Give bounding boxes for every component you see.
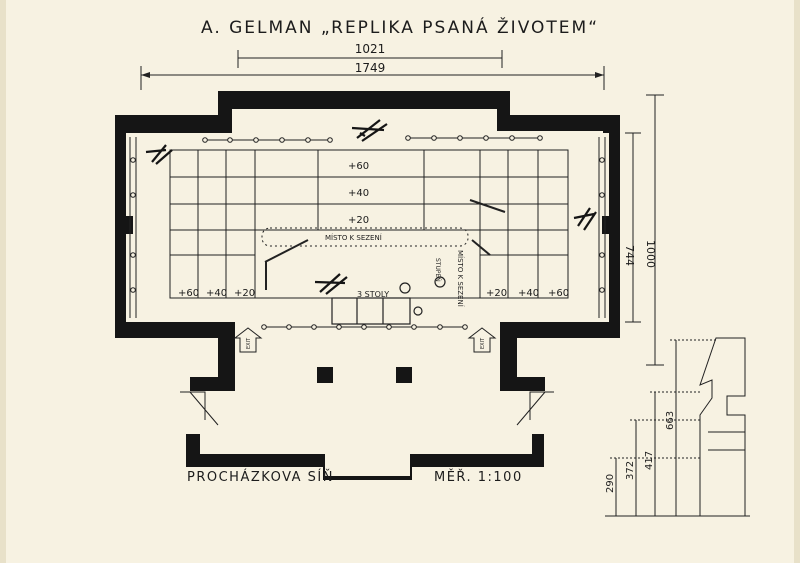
right-row-label-1: +20 [486, 288, 507, 299]
exit-label-right: EXIT [480, 337, 486, 349]
right-row-label-3: +60 [548, 288, 569, 299]
center-row-label-2: +40 [348, 188, 369, 199]
center-row-label-1: +60 [348, 161, 369, 172]
seating-note-vertical: MÍSTO K SEZENÍ [456, 250, 465, 307]
scale-label: MĚŘ. 1:100 [434, 469, 523, 485]
dimension-inner-width: 1021 [237, 42, 503, 68]
dimension-depth: 744 1000 [623, 94, 664, 366]
height-label-2: 372 [625, 461, 636, 480]
exit-arrow-right: EXIT [467, 327, 497, 353]
drawing-title: A. GELMAN „REPLIKA PSANÁ ŽIVOTEM“ [201, 16, 599, 38]
room-name: PROCHÁZKOVA SÍŇ [187, 469, 334, 485]
stairs-note: STUPEŇ [434, 258, 441, 282]
tables-note: 3 STOLY [357, 290, 389, 299]
left-row-label-3: +20 [234, 288, 255, 299]
depth-inner-label: 744 [623, 245, 636, 266]
elevation-section [605, 337, 750, 517]
depth-outer-label: 1000 [644, 240, 657, 268]
inner-width-label: 1021 [355, 42, 386, 56]
room-walls [115, 91, 620, 480]
row-labels: +60 +40 +20 +60 +40 +20 +20 +40 +60 [178, 161, 569, 299]
outer-width-label: 1749 [355, 61, 386, 75]
right-row-label-2: +40 [518, 288, 539, 299]
exit-label-left: EXIT [246, 337, 252, 349]
center-row-label-3: +20 [348, 215, 369, 226]
height-label-4: 663 [665, 411, 676, 430]
left-row-label-1: +60 [178, 288, 199, 299]
stage-furniture [264, 199, 506, 325]
elevation-height-labels: 290 372 417 663 [605, 411, 676, 493]
height-label-1: 290 [605, 474, 616, 493]
dimension-outer-width: 1749 [140, 61, 605, 90]
light-stands [145, 119, 597, 295]
entrance-steps [180, 391, 554, 426]
seating-note-horizontal: MÍSTO K SEZENÍ [325, 233, 382, 242]
left-row-label-2: +40 [206, 288, 227, 299]
side-rails [129, 137, 606, 318]
height-label-3: 417 [644, 451, 655, 470]
truss-lines [130, 135, 605, 330]
exit-arrow-left: EXIT [233, 327, 263, 353]
